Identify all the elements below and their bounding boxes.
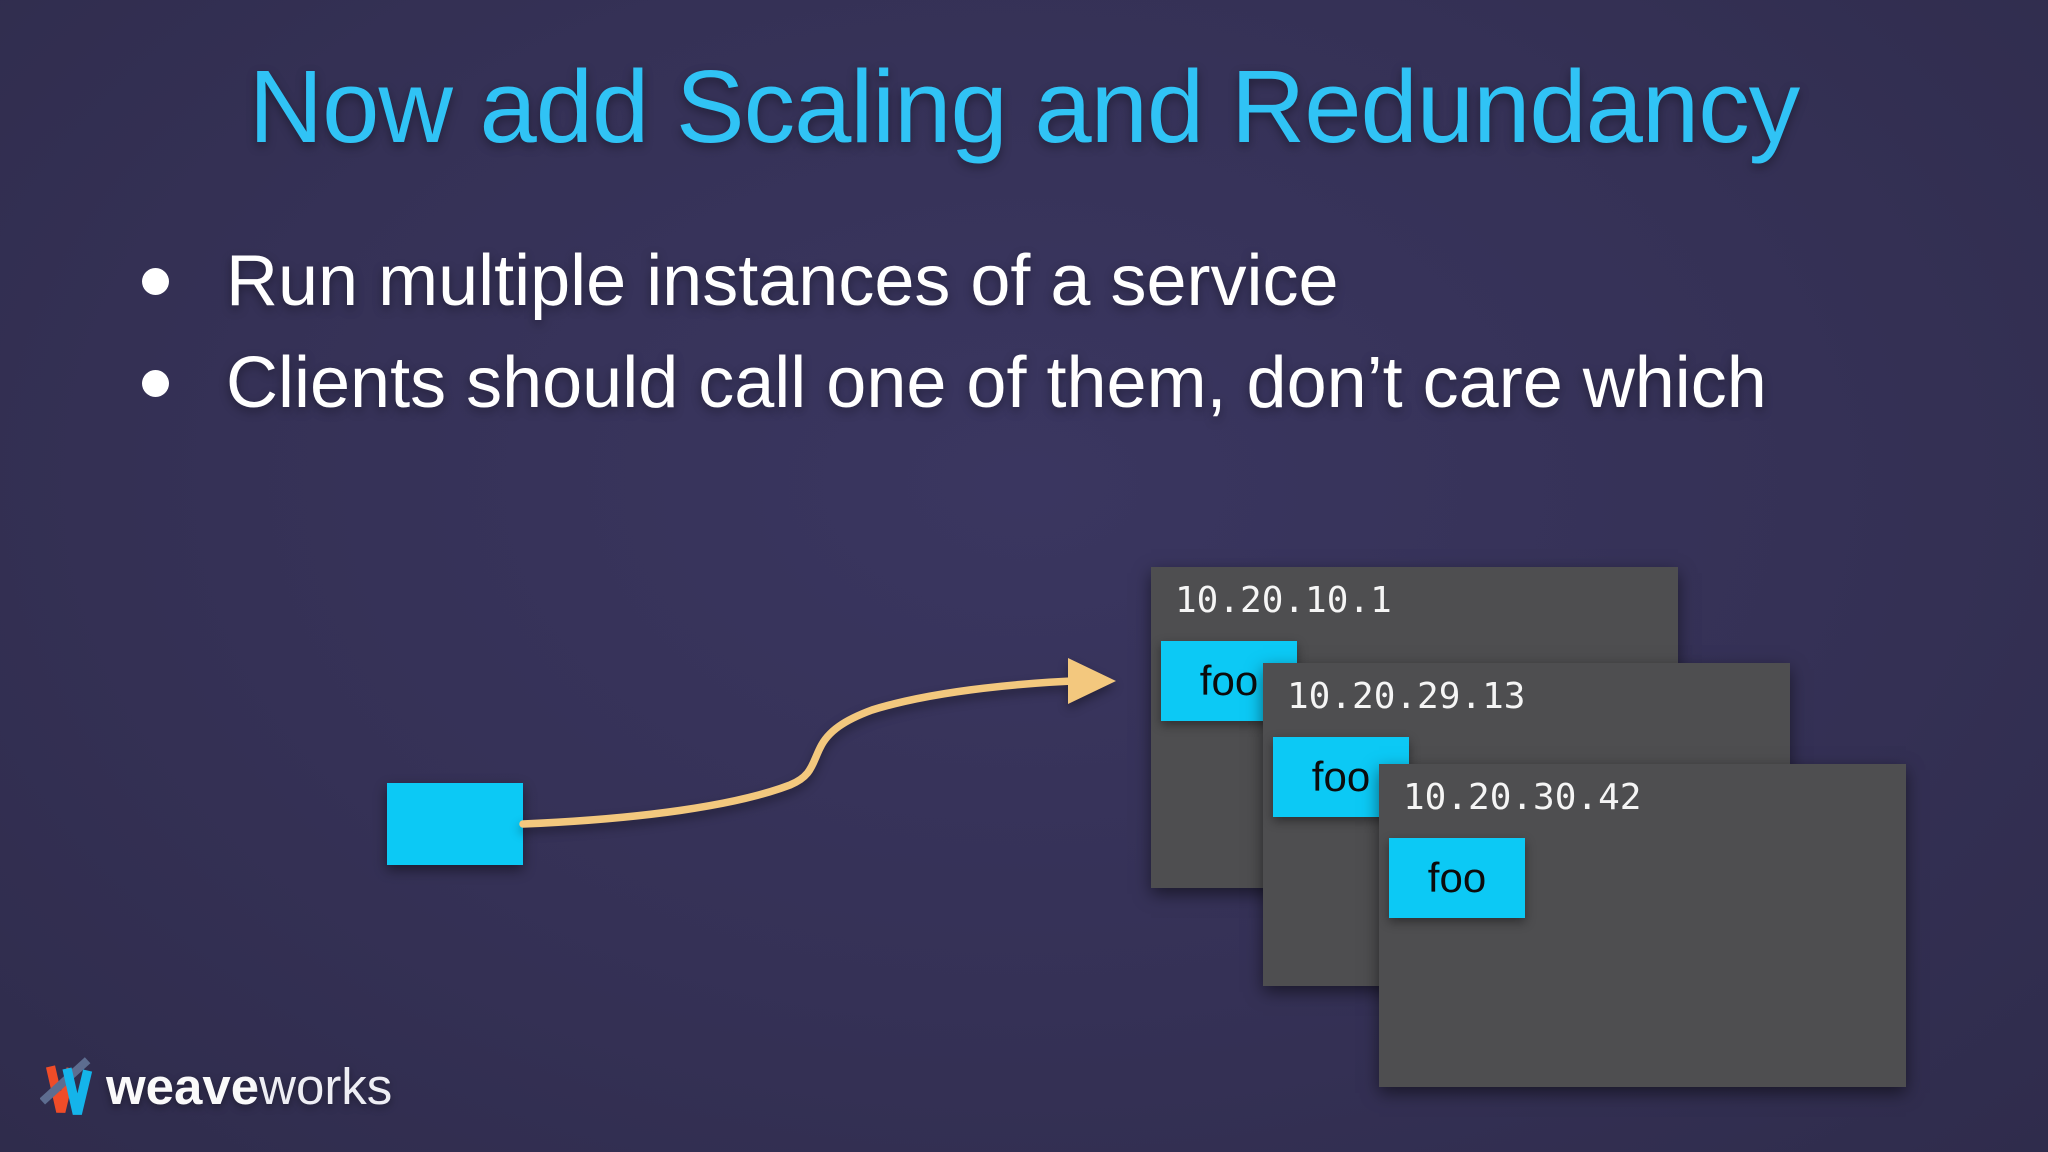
bullet-text: Clients should call one of them, don’t c… <box>226 343 1767 423</box>
bullet-dot <box>142 370 169 397</box>
bullet-dot <box>142 268 169 295</box>
server-ip: 10.20.10.1 <box>1175 580 1392 621</box>
bullet-item: Run multiple instances of a service <box>140 230 1830 332</box>
weaveworks-logo: weaveworks <box>40 1052 392 1120</box>
service-label: foo <box>1199 657 1259 704</box>
brand-works: works <box>259 1057 393 1115</box>
client-box <box>387 783 523 865</box>
bullet-item: Clients should call one of them, don’t c… <box>140 332 1830 434</box>
weaveworks-logo-icon <box>40 1057 93 1115</box>
server-ip: 10.20.30.42 <box>1403 777 1642 818</box>
service-label: foo <box>1311 753 1371 800</box>
server-ip: 10.20.29.13 <box>1287 676 1526 717</box>
bullet-text: Run multiple instances of a service <box>226 241 1339 321</box>
slide-title: Now add Scaling and Redundancy <box>248 49 1800 164</box>
bullet-list: Run multiple instances of a service Clie… <box>140 230 1830 434</box>
brand-wordmark: weaveworks <box>106 1057 392 1116</box>
brand-weave: weave <box>106 1057 260 1115</box>
server-card: 10.20.30.42 foo <box>1379 764 1906 1087</box>
service-box: foo <box>1389 838 1525 918</box>
service-label: foo <box>1427 854 1487 901</box>
